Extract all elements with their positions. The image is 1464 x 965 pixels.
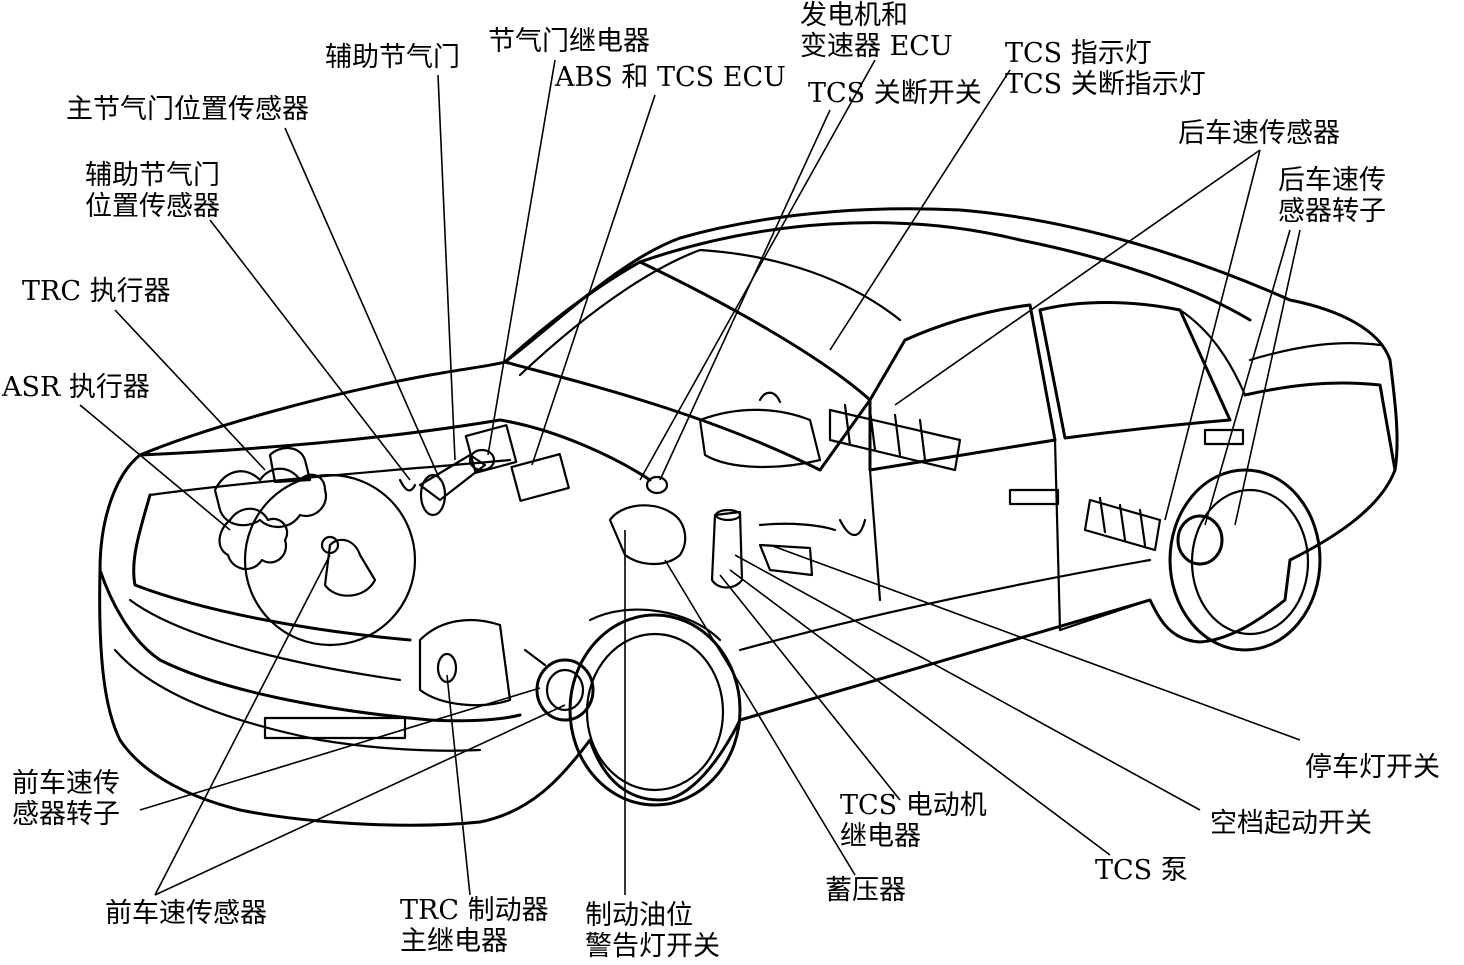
label-tcs-indicator: TCS 指示灯 TCS 关断指示灯: [1005, 38, 1206, 100]
windshield-inner: [518, 248, 902, 377]
rear-hub: [1176, 514, 1224, 566]
driveshaft: [828, 408, 962, 472]
rear-axle: [1083, 498, 1162, 552]
dashboard: [698, 408, 822, 469]
dashboard-knob: [758, 391, 782, 404]
label-abs-tcs-ecu: ABS 和 TCS ECU: [555, 62, 786, 93]
lower-bumper: [113, 648, 482, 752]
label-stop-lamp-switch: 停车灯开关: [1305, 752, 1440, 783]
front-bumper: [98, 568, 522, 723]
front-grille: [132, 493, 412, 642]
pedal-line: [758, 522, 837, 532]
actuator-top: [268, 447, 312, 484]
door-divider: [1053, 438, 1062, 632]
windshield: [503, 260, 872, 472]
side-sill-line: [738, 558, 1152, 652]
label-trc-actuator: TRC 执行器: [22, 276, 171, 307]
rear-door-window: [1038, 301, 1232, 440]
label-accumulator: 蓄压器: [825, 875, 906, 906]
label-main-throttle-sensor: 主节气门位置传感器: [66, 94, 309, 125]
abs-tcs-ecu-box: [510, 453, 570, 502]
label-front-speed-rotor: 前车速传 感器转子: [12, 768, 120, 830]
front-sensor-stub: [523, 648, 547, 667]
throttle-relay: [464, 424, 518, 474]
pedal-arc: [838, 518, 867, 537]
rear-axle-boot: [1098, 496, 1147, 547]
headlight: [418, 618, 512, 707]
bumper-trim: [128, 598, 402, 682]
label-aux-throttle: 辅助节气门: [325, 42, 460, 73]
label-tcs-off-switch: TCS 关断开关: [808, 78, 982, 109]
label-neutral-start-switch: 空档起动开关: [1210, 808, 1372, 839]
tcs-pump-top: [714, 508, 742, 522]
throttle-body: [418, 453, 487, 502]
door-bottom: [1058, 598, 1152, 632]
rear-wheel-outer: [1168, 468, 1322, 652]
c-pillar: [1178, 308, 1247, 397]
trunk-lid: [1248, 342, 1382, 362]
door-front-edge: [868, 468, 882, 602]
leader-lines: [79, 59, 1301, 896]
front-sensor-rotor-inner: [545, 668, 585, 712]
label-throttle-relay: 节气门继电器: [488, 26, 650, 57]
door-handle-rear: [1203, 428, 1245, 446]
throttle-main: [419, 473, 447, 517]
label-brake-fluid-switch: 制动油位 警告灯开关: [585, 900, 720, 962]
label-rear-speed-sensor: 后车速传感器: [1178, 118, 1340, 149]
label-asr-actuator: ASR 执行器: [2, 372, 150, 403]
engine-bay-circle: [243, 473, 417, 647]
master-cylinder: [608, 504, 687, 566]
label-engine-trans-ecu: 发电机和 变速器 ECU: [800, 0, 953, 62]
stop-switch-box: [758, 543, 814, 577]
label-tcs-pump: TCS 泵: [1095, 855, 1188, 886]
front-sensor-body: [323, 538, 377, 597]
hood-crease: [148, 458, 512, 497]
asr-actuator: [218, 507, 289, 571]
label-tcs-motor-relay: TCS 电动机 继电器: [840, 790, 987, 852]
label-rear-speed-rotor: 后车速传 感器转子: [1278, 165, 1386, 227]
trc-actuator: [213, 467, 328, 528]
front-sensor-rotor-ring: [535, 658, 595, 722]
hood-line: [138, 418, 652, 482]
roof-line: [638, 221, 1252, 322]
driveshaft-boot: [843, 403, 927, 462]
label-front-speed-sensor: 前车速传感器: [105, 898, 267, 929]
label-trc-brake-main-relay: TRC 制动器 主继电器: [400, 895, 549, 957]
trunk-outline: [1243, 381, 1397, 472]
brake-reservoir: [645, 475, 669, 495]
front-sensor-cap: [320, 535, 340, 555]
label-aux-throttle-sensor: 辅助节气门 位置传感器: [85, 160, 220, 222]
door-handle-front: [1008, 488, 1060, 506]
sensor-wire: [398, 478, 417, 492]
front-wheel-inner: [585, 632, 725, 792]
